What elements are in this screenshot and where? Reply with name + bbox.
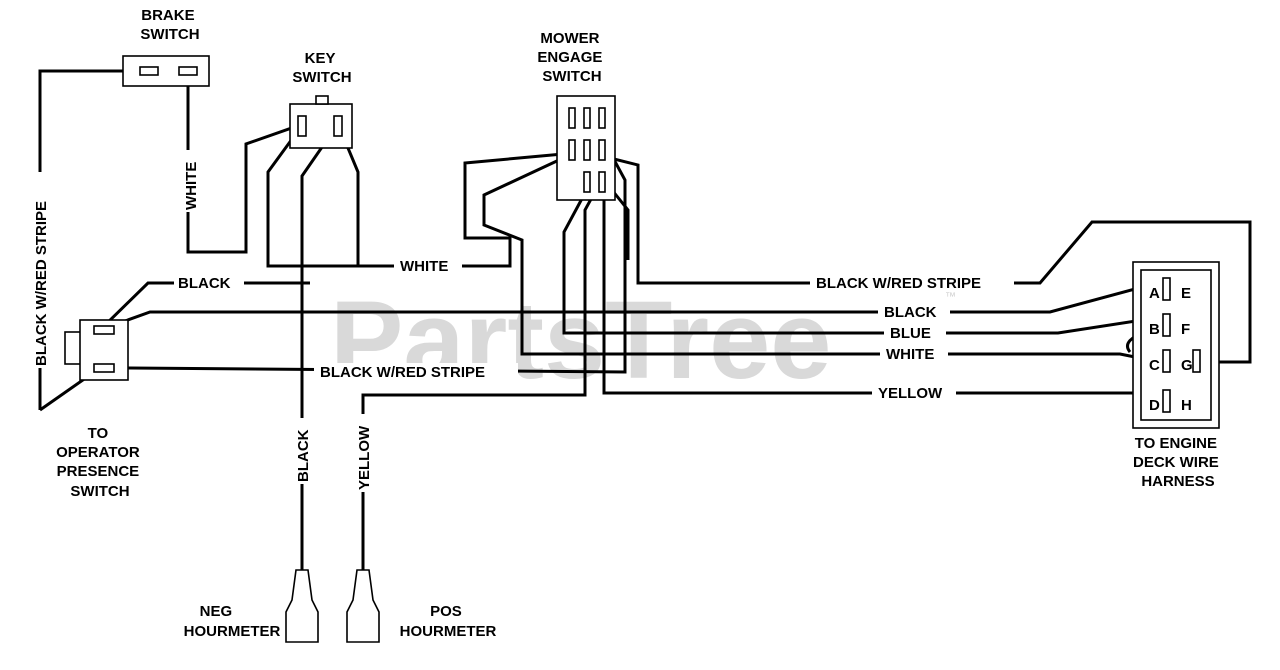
mask-left-vertical — [30, 172, 50, 368]
watermark: PartsTree — [330, 279, 831, 402]
engine-deck-label-line-2: DECK WIRE — [1133, 454, 1219, 471]
mask-black-red-right — [810, 274, 1014, 292]
operator-presence-label-line-1: TO — [88, 425, 109, 442]
key-switch-label-line-2: SWITCH — [292, 69, 351, 86]
pos-hourmeter-label-line-1: POS — [430, 603, 462, 620]
operator-presence-label: TO OPERATOR PRESENCE SWITCH — [56, 425, 144, 500]
engine-deck-label-line-3: HARNESS — [1141, 473, 1214, 490]
mask-white-brake — [180, 150, 200, 212]
pin-label-d: D — [1149, 397, 1160, 414]
mower-engage-switch — [556, 95, 616, 201]
wire-white-deck — [482, 151, 1151, 362]
mower-engage-label: MOWER ENGAGE SWITCH — [537, 30, 606, 85]
mask-black-neg — [294, 418, 312, 484]
pin-label-h: H — [1181, 397, 1192, 414]
pin-label-g: G — [1181, 357, 1193, 374]
mask-white-mid — [394, 257, 462, 275]
mask-white-deck — [880, 345, 948, 363]
mask-yellow-pos — [355, 414, 373, 492]
wire-mower-right-vertical — [610, 189, 630, 260]
engine-deck-label: TO ENGINE DECK WIRE HARNESS — [1133, 435, 1223, 490]
pin-label-b: B — [1149, 321, 1160, 338]
operator-presence-label-line-3: PRESENCE — [57, 463, 140, 480]
label-yellow-deck: YELLOW — [878, 385, 943, 402]
operator-presence-label-line-2: OPERATOR — [56, 444, 140, 461]
mask-black-deck — [878, 303, 950, 321]
label-yellow-pos-vertical: YELLOW — [356, 425, 373, 490]
key-switch-label: KEY SWITCH — [292, 50, 351, 86]
engine-deck-connector — [1132, 261, 1220, 429]
label-blue-deck: BLUE — [890, 325, 931, 342]
wire-blue-deck — [562, 192, 1169, 335]
mower-engage-label-line-2: ENGAGE — [537, 49, 602, 66]
mask-black-top — [174, 274, 244, 292]
neg-hourmeter-label-line-2: HOURMETER — [184, 623, 281, 640]
label-black-deck: BLACK — [884, 304, 937, 321]
label-black-red-center: BLACK W/RED STRIPE — [320, 364, 485, 381]
neg-hourmeter-terminal — [285, 569, 319, 643]
label-black-red-right: BLACK W/RED STRIPE — [816, 275, 981, 292]
brake-switch — [122, 55, 210, 87]
pin-label-e: E — [1181, 285, 1191, 302]
label-black-neg-vertical: BLACK — [295, 429, 312, 482]
engine-deck-label-line-1: TO ENGINE — [1135, 435, 1217, 452]
wire-white-brake-key — [186, 71, 304, 254]
mower-engage-label-line-1: MOWER — [540, 30, 599, 47]
label-white-brake: WHITE — [183, 162, 200, 210]
wire-key-white — [266, 123, 575, 268]
operator-presence-connector — [64, 319, 129, 381]
operator-presence-label-line-4: SWITCH — [70, 483, 129, 500]
pin-label-a: A — [1149, 285, 1160, 302]
brake-switch-label: BRAKE SWITCH — [140, 7, 199, 43]
pos-hourmeter-terminal — [346, 569, 380, 643]
label-white-deck: WHITE — [886, 346, 934, 363]
key-switch — [289, 95, 353, 149]
label-white-mid: WHITE — [400, 258, 448, 275]
brake-switch-label-line-1: BRAKE — [141, 7, 194, 24]
label-black-top: BLACK — [178, 275, 231, 292]
mower-engage-label-line-3: SWITCH — [542, 68, 601, 85]
neg-hourmeter-label: NEG HOURMETER — [184, 603, 281, 640]
wire-ops-black — [98, 281, 310, 332]
watermark-trademark: ™ — [945, 291, 956, 303]
wire-blackred-to-g — [601, 154, 1252, 364]
brake-switch-label-line-2: SWITCH — [140, 26, 199, 43]
pin-label-c: C — [1149, 357, 1160, 374]
mask-blue-deck — [884, 324, 946, 342]
pos-hourmeter-label: POS HOURMETER — [400, 603, 497, 640]
mask-black-red-center — [314, 363, 518, 381]
label-black-red-left-vertical: BLACK W/RED STRIPE — [33, 201, 50, 366]
key-switch-label-line-1: KEY — [305, 50, 336, 67]
neg-hourmeter-label-line-1: NEG — [200, 603, 233, 620]
pin-label-f: F — [1181, 321, 1190, 338]
mask-yellow-deck — [872, 384, 956, 402]
pos-hourmeter-label-line-2: HOURMETER — [400, 623, 497, 640]
